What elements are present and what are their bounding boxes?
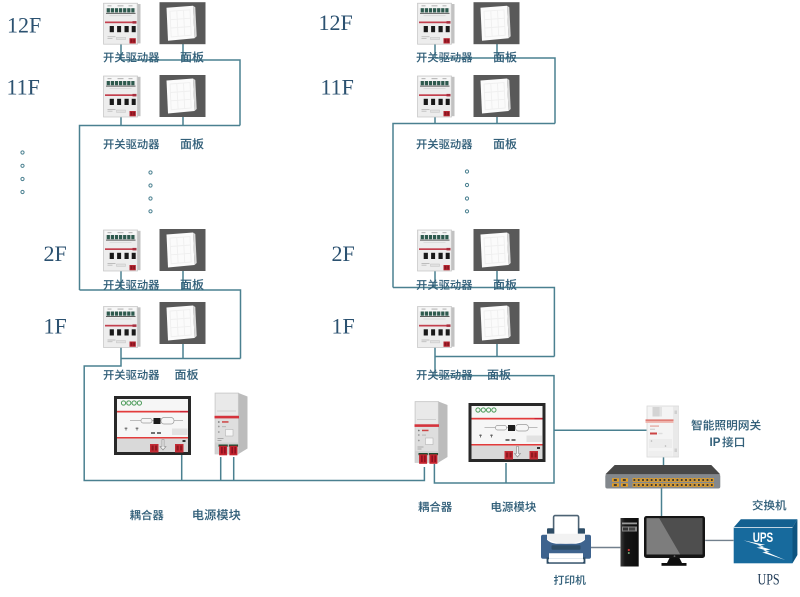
svg-text:1F: 1F [44, 314, 67, 339]
svg-text:2F: 2F [44, 241, 67, 266]
svg-text:12F: 12F [319, 10, 353, 35]
svg-text:IP: IP [710, 437, 721, 449]
svg-text:11F: 11F [7, 75, 40, 100]
svg-text:2F: 2F [332, 241, 355, 266]
svg-text:12F: 12F [7, 13, 41, 38]
svg-text:11F: 11F [321, 75, 354, 100]
svg-text:1F: 1F [332, 314, 355, 339]
svg-text:UPS: UPS [758, 572, 780, 589]
